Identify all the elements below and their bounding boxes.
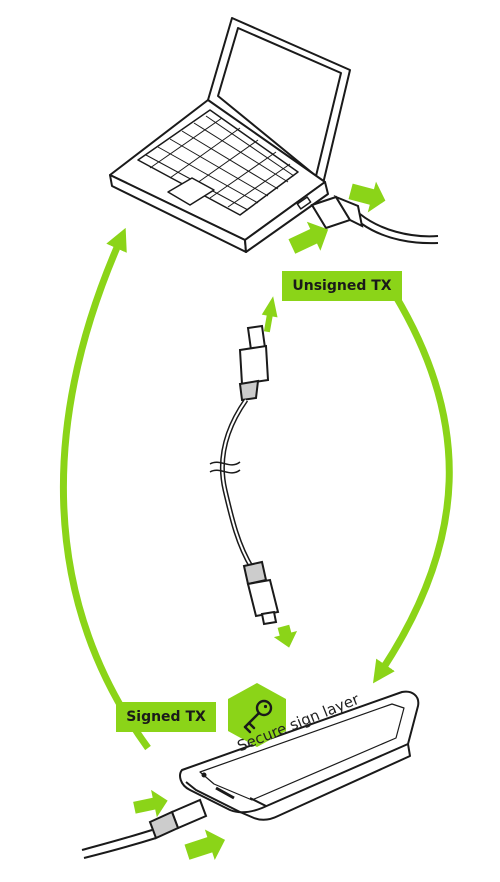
phone — [179, 690, 420, 821]
phone-usb-plug — [81, 798, 208, 859]
signed-tx-label: Signed TX — [116, 702, 216, 732]
unsigned-tx-label: Unsigned TX — [282, 271, 402, 301]
phone-port-arrows — [133, 789, 226, 860]
key-icon — [228, 683, 286, 747]
laptop-usb-plug — [310, 194, 439, 245]
cable-arrows — [261, 296, 298, 648]
laptop — [109, 17, 351, 253]
signed-flow-arrow — [59, 227, 151, 751]
unsigned-flow-arrow — [372, 293, 453, 684]
laptop-port-arrows — [288, 181, 386, 254]
usb-cable — [209, 324, 280, 626]
